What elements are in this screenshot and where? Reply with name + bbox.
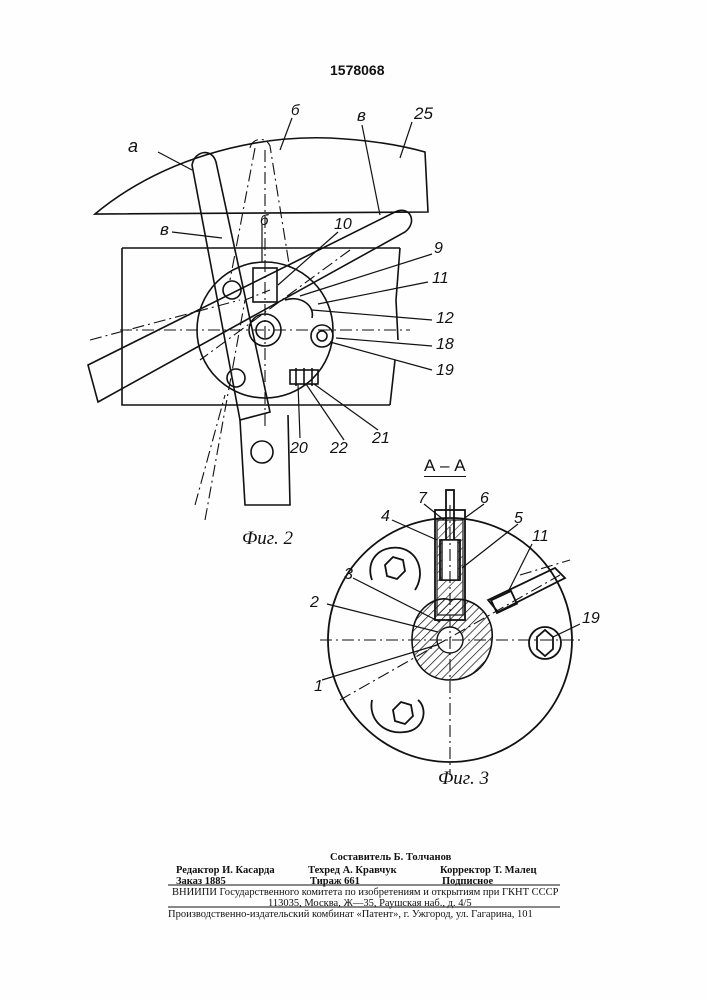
imprint-rules bbox=[0, 0, 707, 1000]
patent-page: 1578068 bbox=[0, 0, 707, 1000]
